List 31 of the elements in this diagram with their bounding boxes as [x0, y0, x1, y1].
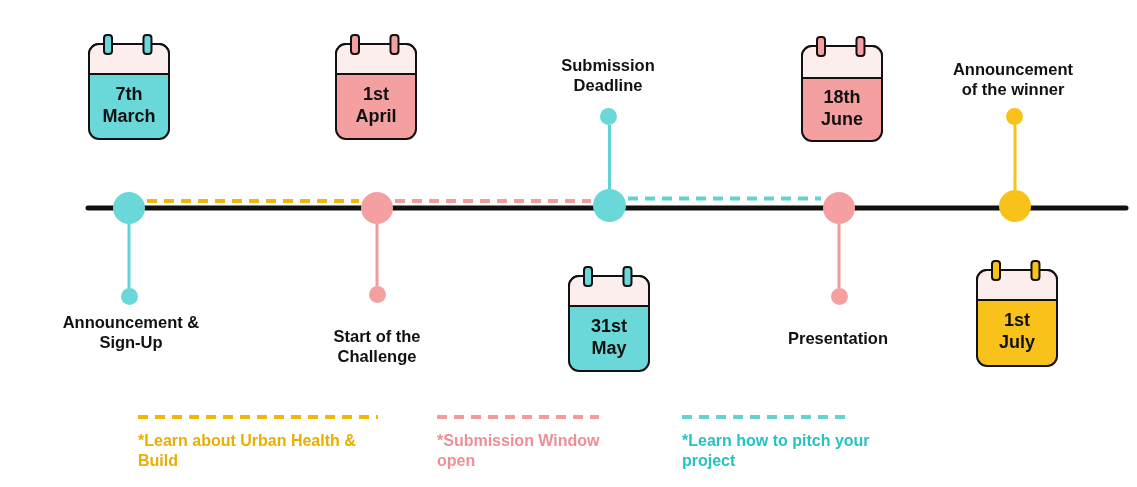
milestone-dot	[1006, 108, 1023, 125]
milestone-label: Announcement & Sign-Up	[61, 313, 201, 353]
dashed-connector	[147, 199, 359, 203]
dashed-connector	[395, 199, 591, 203]
stem-line	[375, 224, 379, 286]
milestone-dot	[999, 190, 1031, 222]
dashed-connector	[628, 196, 821, 201]
legend-text: *Learn about Urban Health & Build	[138, 431, 357, 471]
date-text: 1st April	[354, 82, 398, 128]
date-text: 7th March	[105, 82, 153, 128]
milestone-label: Submission Deadline	[560, 56, 656, 96]
stem-line	[608, 125, 611, 189]
milestone-label: Presentation	[787, 329, 889, 349]
stem-line	[837, 224, 841, 288]
milestone-dot	[361, 192, 393, 224]
date-text: 31st May	[590, 314, 628, 360]
legend-text: *Learn how to pitch your project	[682, 431, 871, 471]
milestone-label: Start of the Challenge	[332, 327, 422, 367]
milestone-dot	[369, 286, 386, 303]
milestone-dot	[823, 192, 855, 224]
legend-text: *Submission Window open	[437, 431, 601, 471]
milestone-dot	[593, 189, 626, 222]
milestone-dot	[831, 288, 848, 305]
milestone-label: Announcement of the winner	[951, 60, 1075, 100]
date-text: 18th June	[820, 85, 864, 131]
stem-line	[1013, 125, 1017, 190]
date-text: 1st July	[998, 309, 1036, 354]
milestone-dot	[121, 288, 138, 305]
milestone-dot	[113, 192, 145, 224]
stem-line	[127, 224, 131, 288]
milestone-dot	[600, 108, 617, 125]
